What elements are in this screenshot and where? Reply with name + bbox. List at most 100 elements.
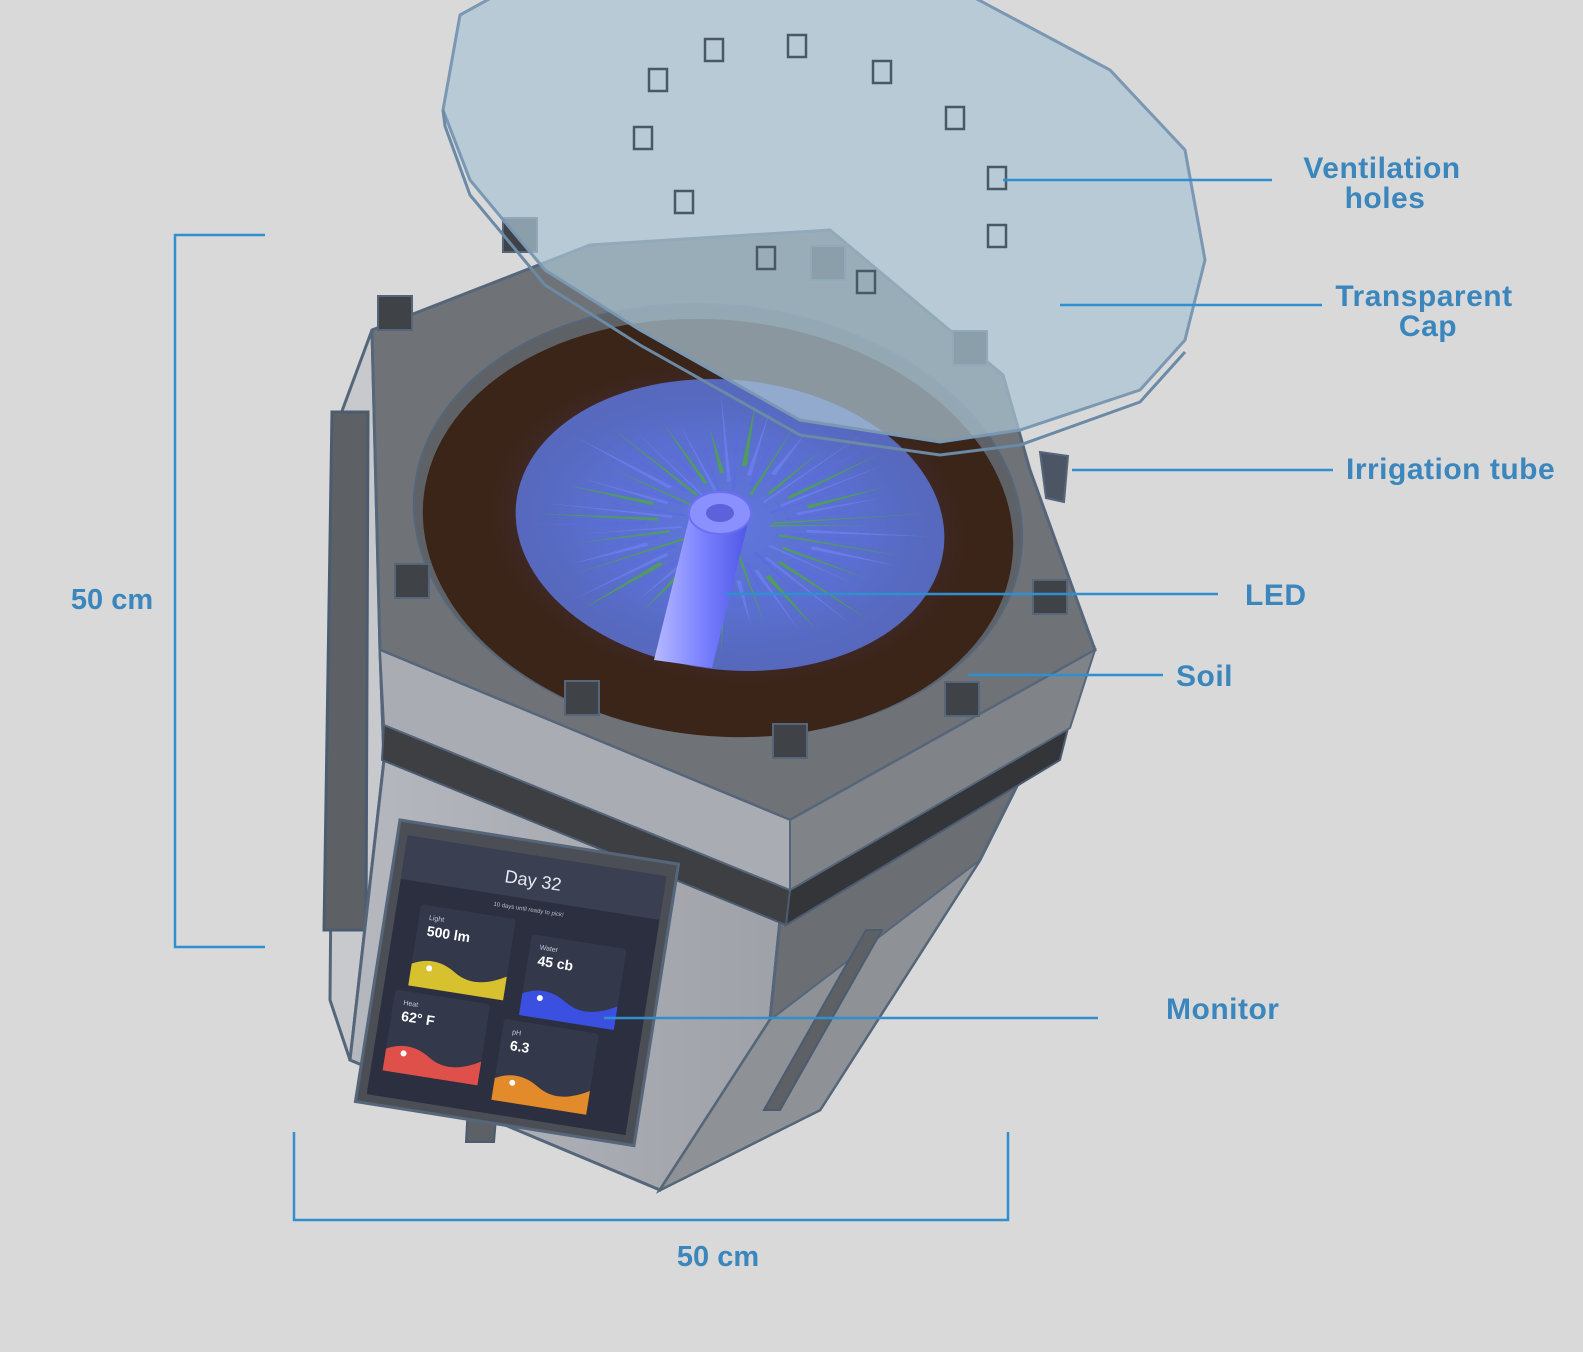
height-bracket — [173, 233, 265, 949]
leaf — [576, 552, 669, 598]
vent-hole-icon — [755, 245, 777, 271]
vent-hole-icon — [673, 189, 695, 215]
leaf — [709, 427, 725, 474]
bolt-icon — [944, 681, 980, 717]
leaf — [628, 424, 710, 502]
leaf — [571, 537, 685, 575]
leaf — [571, 542, 649, 564]
left-post — [322, 410, 370, 932]
leaf — [746, 409, 771, 477]
leaf — [589, 549, 695, 622]
leaf — [576, 529, 670, 544]
monitor-header — [400, 835, 667, 920]
tile-name: Water — [539, 944, 559, 954]
led-tube — [654, 491, 752, 668]
leaf — [573, 535, 659, 554]
leaf — [785, 507, 879, 521]
leaf — [778, 534, 909, 558]
leaf — [606, 466, 697, 508]
leaf — [581, 525, 683, 534]
irrigation-tube — [1038, 450, 1070, 504]
tile-value: 500 lm — [426, 923, 472, 946]
tile-value: 45 cb — [537, 952, 575, 973]
width-bracket — [292, 1132, 1010, 1222]
tile-wave — [491, 1075, 590, 1115]
leaf — [529, 521, 646, 525]
bolt-icon — [1032, 579, 1068, 615]
leaf — [662, 422, 708, 484]
transparent-cap — [441, 0, 1207, 457]
leaf — [581, 562, 663, 610]
leaf — [575, 436, 673, 489]
rim-right-face — [789, 647, 1097, 892]
leaf — [770, 432, 807, 476]
leaf — [749, 416, 784, 486]
label-ventilation-1: Ventilation — [1303, 152, 1460, 185]
dimension-height: 50 cm — [71, 584, 153, 616]
leaf — [770, 441, 815, 486]
tile-wave — [408, 960, 507, 1001]
leaf — [779, 465, 884, 507]
leaf — [767, 544, 858, 586]
leaf — [767, 449, 822, 495]
leaf — [770, 476, 885, 514]
bolt-icon — [772, 723, 808, 759]
tile-wave — [518, 990, 618, 1031]
foliage-leaves — [529, 393, 933, 656]
monitor-tile: pH6.3 — [491, 1019, 599, 1115]
leaf — [753, 551, 835, 629]
leaf — [749, 424, 796, 496]
monitor: Day 32 10 days until ready to pick! Ligh… — [353, 818, 681, 1148]
tile-marker — [509, 1079, 516, 1086]
vent-holes — [632, 33, 1008, 295]
leaf — [764, 556, 853, 626]
label-led: LED — [1245, 579, 1307, 612]
leaf — [579, 477, 669, 505]
tile-value: 6.3 — [509, 1037, 531, 1056]
leaf — [806, 487, 885, 509]
leaf — [792, 532, 919, 548]
vent-hole-icon — [786, 33, 808, 59]
leaf — [772, 513, 933, 525]
leaf — [592, 471, 683, 506]
label-cap-2: Cap — [1399, 310, 1457, 343]
label-cap-1: Transparent — [1335, 280, 1512, 313]
tile-marker — [400, 1050, 407, 1057]
cap-disc — [441, 0, 1207, 444]
vent-hole-icon — [855, 269, 877, 295]
leaf — [796, 497, 883, 516]
leaf — [795, 547, 885, 574]
bolt-icon — [377, 295, 413, 331]
vent-hole-icon — [986, 165, 1008, 191]
label-ventilation-2: holes — [1345, 182, 1426, 215]
tile-marker — [536, 995, 543, 1002]
label-monitor: Monitor — [1166, 993, 1279, 1026]
leaf — [793, 442, 875, 491]
dimension-width: 50 cm — [677, 1241, 759, 1273]
leaf — [781, 546, 872, 581]
label-soil: Soil — [1176, 660, 1233, 693]
leaf — [737, 554, 766, 628]
leaf — [695, 425, 724, 499]
leaf — [593, 431, 687, 492]
vent-hole-icon — [944, 105, 966, 131]
leaf — [777, 560, 871, 621]
label-irrigation: Irrigation tube — [1346, 453, 1555, 486]
leaf — [762, 431, 868, 504]
leaf — [720, 393, 731, 482]
leaf — [769, 525, 877, 527]
leaf — [791, 563, 844, 590]
leaf — [810, 546, 897, 566]
right-post — [762, 929, 884, 1111]
leaf — [645, 422, 697, 478]
vent-hole-icon — [871, 59, 893, 85]
labels: Ventilation holes Transparent Cap Irriga… — [71, 152, 1555, 1273]
leaf — [806, 529, 929, 537]
vent-hole-icon — [632, 125, 654, 151]
tile-marker — [426, 965, 433, 972]
leaf — [732, 397, 739, 491]
